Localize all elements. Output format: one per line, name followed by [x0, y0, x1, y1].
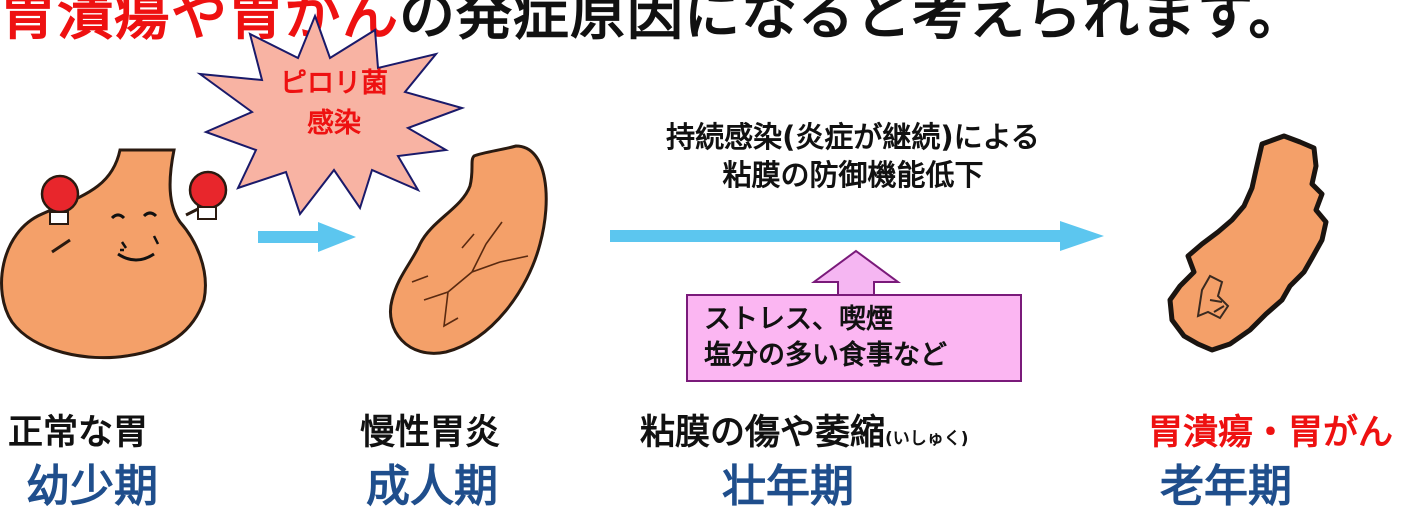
factor-text: ストレス、喫煙 塩分の多い食事など [704, 302, 947, 374]
factor-line2: 塩分の多い食事など [704, 340, 947, 371]
stage-label: 正常な胃 [8, 413, 149, 453]
explosion-burst-icon [196, 13, 466, 217]
stage-period: 壮年期 [722, 461, 854, 512]
right-arrow-icon [610, 221, 1104, 251]
damaged-stomach-icon [1167, 133, 1329, 353]
stage-label: 胃潰瘍・胃がん [1148, 413, 1394, 453]
burst-label: ピロリ菌 感染 [268, 64, 400, 144]
stage-label-with-reading: 粘膜の傷や萎縮(いしゅく) [640, 404, 969, 455]
headline-red: 胃潰瘍や胃がん [0, 0, 399, 48]
headline-dark: の発症原因になると考えられます。 [399, 0, 1306, 48]
stage-label-main: 粘膜の傷や萎縮 [640, 413, 886, 453]
stage-period: 成人期 [366, 461, 498, 512]
stage-period: 幼少期 [26, 461, 158, 512]
factor-line1: ストレス、喫煙 [704, 304, 893, 335]
stage-period: 老年期 [1160, 461, 1292, 512]
stage-label: 慢性胃炎 [360, 413, 501, 453]
stage-label-reading: (いしゅく) [885, 429, 969, 449]
burst-line1: ピロリ菌 [280, 68, 388, 99]
boxing-stomach-character-icon [0, 148, 228, 360]
headline: 胃潰瘍や胃がんの発症原因になると考えられます。 [0, 0, 1411, 51]
factor-box [686, 294, 1022, 382]
arrow-caption: 持続感染(炎症が継続)による 粘膜の防御機能低下 [618, 118, 1088, 194]
up-arrow-icon [810, 249, 902, 297]
inflamed-stomach-icon [389, 144, 548, 355]
caption-line1: 持続感染(炎症が継続)による [666, 120, 1040, 154]
caption-line2: 粘膜の防御機能低下 [722, 158, 984, 192]
burst-line2: 感染 [307, 108, 361, 139]
right-arrow-icon [258, 222, 356, 252]
